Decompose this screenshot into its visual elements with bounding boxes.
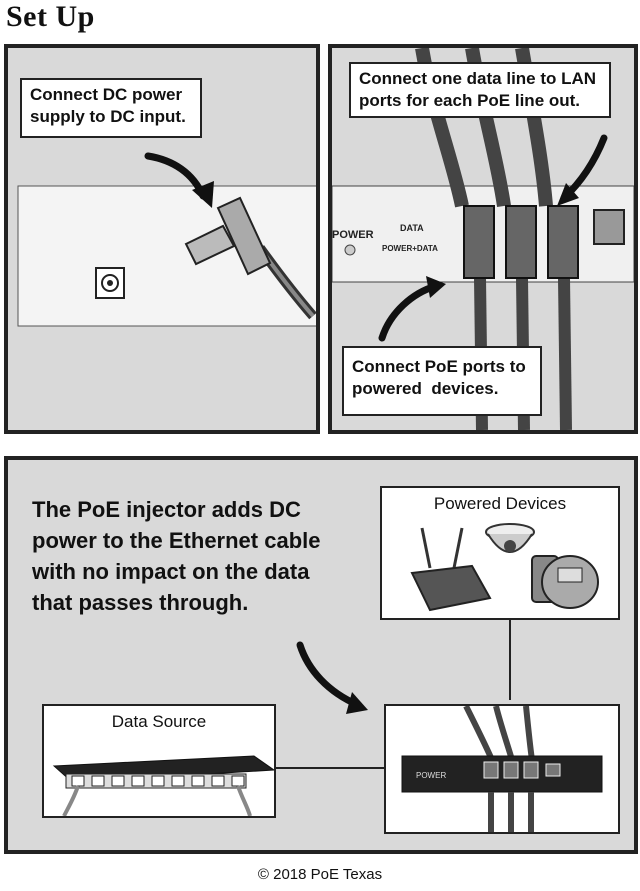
panel-dc-power: Connect DC power supply to DC input. xyxy=(4,44,320,434)
injector-label-power-data: POWER+DATA xyxy=(382,244,438,253)
injector-box: POWER xyxy=(384,704,620,834)
callout-line: Connect PoE ports to xyxy=(352,357,526,376)
powered-devices-box: Powered Devices xyxy=(380,486,620,620)
wireless-router-icon xyxy=(410,527,492,612)
powered-devices-illustration xyxy=(410,523,599,612)
callout-line: ports for each PoE line out. xyxy=(359,91,581,110)
callout-dc-power: Connect DC power supply to DC input. xyxy=(20,78,202,138)
arrow xyxy=(378,282,440,342)
overview-description: The PoE injector adds DC power to the Et… xyxy=(32,494,372,618)
dc-input-illustration xyxy=(17,152,316,327)
callout-line: Connect one data line to LAN xyxy=(359,69,597,88)
callout-lan-ports: Connect one data line to LAN ports for e… xyxy=(349,62,611,118)
page-title: Set Up xyxy=(6,0,95,33)
callout-line: supply to DC input. xyxy=(30,107,186,126)
dome-camera-icon xyxy=(485,523,535,553)
network-switch-illustration xyxy=(52,755,274,816)
description-line: power to the Ethernet cable xyxy=(32,528,321,553)
injector-label-data: DATA xyxy=(400,223,424,233)
callout-powered-devices: Connect PoE ports to powered devices. xyxy=(342,346,542,416)
data-source-box: Data Source xyxy=(42,704,276,818)
copyright-footer: © 2018 PoE Texas xyxy=(257,866,383,883)
dc-plug xyxy=(184,196,272,276)
callout-line: Connect DC power xyxy=(30,85,183,104)
ip-phone-icon xyxy=(531,555,599,609)
description-line: that passes through. xyxy=(32,590,249,615)
connection-lines xyxy=(276,620,511,769)
poe-injector-illustration: POWER xyxy=(401,706,603,832)
panel-poe-ports: POWER DATA POWER+DATA Connect one data l… xyxy=(328,44,638,434)
data-source-label: Data Source xyxy=(111,712,207,731)
injector-power-label: POWER xyxy=(416,771,446,780)
powered-devices-label: Powered Devices xyxy=(433,494,567,513)
callout-line: powered devices. xyxy=(352,379,499,398)
arrow xyxy=(296,641,362,709)
panel-overview: The PoE injector adds DC power to the Et… xyxy=(4,456,638,854)
description-line: with no impact on the data xyxy=(32,559,310,584)
lan-port xyxy=(593,209,625,245)
description-line: The PoE injector adds DC xyxy=(32,497,301,522)
injector-label-power: POWER xyxy=(332,229,374,241)
